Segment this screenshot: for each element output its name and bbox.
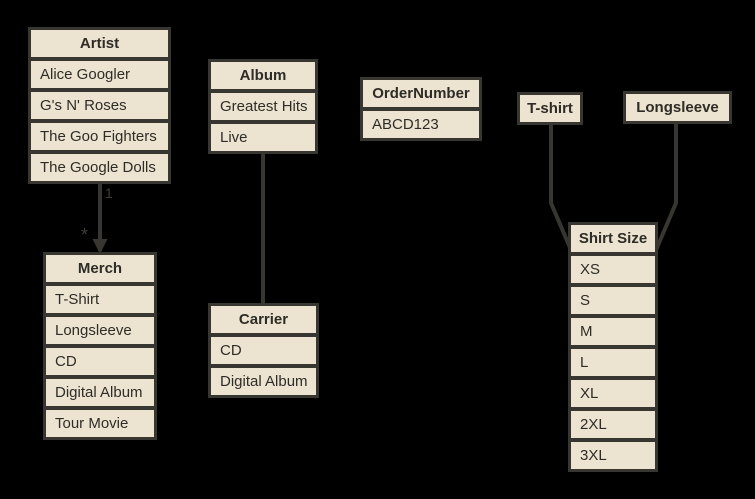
entity-shirt-size-title: Shirt Size — [571, 225, 655, 252]
connector-tshirt-to-shirt-size-line — [549, 120, 573, 251]
entity-order-number: OrderNumber ABCD123 — [360, 77, 482, 141]
entity-shirt-size: Shirt Size XS S M L XL 2XL 3XL — [568, 222, 658, 472]
entity-artist-row: Alice Googler — [31, 61, 168, 88]
arrowhead-down-icon — [92, 239, 108, 254]
connector-artist-to-merch — [92, 180, 108, 254]
entity-tshirt: T-shirt — [517, 92, 583, 125]
entity-longsleeve-title: Longsleeve — [626, 94, 729, 121]
entity-artist-row: G's N' Roses — [31, 92, 168, 119]
entity-order-number-row: ABCD123 — [363, 111, 479, 138]
entity-order-number-title: OrderNumber — [363, 80, 479, 107]
entity-shirt-size-row: M — [571, 318, 655, 345]
multiplicity-source-label: 1 — [105, 185, 113, 201]
entity-carrier-row: CD — [211, 337, 316, 364]
entity-album: Album Greatest Hits Live — [208, 59, 318, 154]
entity-carrier-row: Digital Album — [211, 368, 316, 395]
entity-carrier-title: Carrier — [211, 306, 316, 333]
entity-shirt-size-row: XL — [571, 380, 655, 407]
entity-shirt-size-row: S — [571, 287, 655, 314]
connector-longsleeve-to-shirt-size-line — [654, 120, 678, 251]
entity-longsleeve: Longsleeve — [623, 91, 732, 124]
entity-merch-row: Digital Album — [46, 379, 154, 406]
entity-album-title: Album — [211, 62, 315, 89]
entity-carrier: Carrier CD Digital Album — [208, 303, 319, 398]
entity-artist-title: Artist — [31, 30, 168, 57]
entity-shirt-size-row: 3XL — [571, 442, 655, 469]
entity-merch-row: CD — [46, 348, 154, 375]
entity-merch: Merch T-Shirt Longsleeve CD Digital Albu… — [43, 252, 157, 440]
entity-artist-row: The Goo Fighters — [31, 123, 168, 150]
multiplicity-target-label: * — [81, 225, 89, 245]
entity-album-row: Live — [211, 124, 315, 151]
entity-album-row: Greatest Hits — [211, 93, 315, 120]
entity-artist: Artist Alice Googler G's N' Roses The Go… — [28, 27, 171, 184]
entity-shirt-size-row: 2XL — [571, 411, 655, 438]
entity-artist-row: The Google Dolls — [31, 154, 168, 181]
entity-shirt-size-row: L — [571, 349, 655, 376]
entity-merch-row: Tour Movie — [46, 410, 154, 437]
entity-merch-title: Merch — [46, 255, 154, 282]
entity-merch-row: Longsleeve — [46, 317, 154, 344]
entity-merch-row: T-Shirt — [46, 286, 154, 313]
entity-shirt-size-row: XS — [571, 256, 655, 283]
entity-tshirt-title: T-shirt — [520, 95, 580, 122]
